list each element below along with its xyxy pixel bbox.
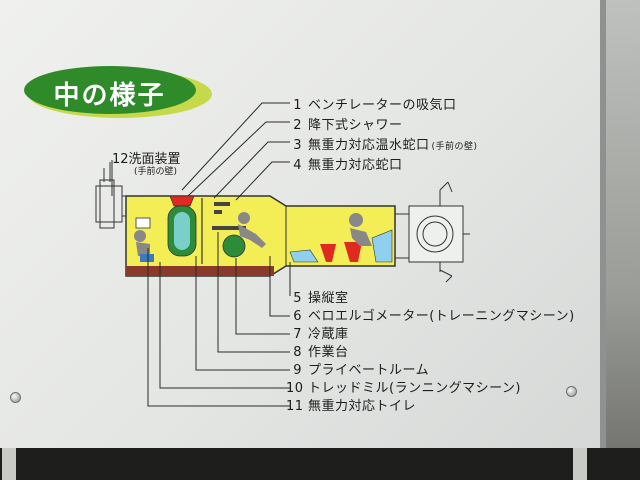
title-badge: 中の様子: [22, 62, 212, 120]
label-item-12: 12洗面装置 (手前の壁): [112, 152, 181, 177]
board-post-right: [573, 448, 587, 480]
front-docking-icon: [394, 181, 470, 283]
ergometer-icon: [289, 249, 319, 263]
toilet-person-icon: [134, 217, 154, 262]
screw-icon: [566, 386, 577, 397]
workbench-person-icon: [212, 202, 266, 248]
fridge-icon: [222, 234, 246, 258]
background-wall: [606, 0, 640, 480]
shower-capsule-icon: [167, 195, 197, 257]
rear-apparatus-icon: [95, 162, 131, 229]
leader-lines: [111, 102, 291, 407]
cockpit-seats-icon: [320, 213, 393, 263]
screw-icon: [10, 392, 21, 403]
badge-shape: [24, 66, 212, 118]
floor-shadow: [0, 448, 640, 480]
board-post-left: [2, 448, 16, 480]
page-title: 中の様子: [53, 81, 166, 111]
